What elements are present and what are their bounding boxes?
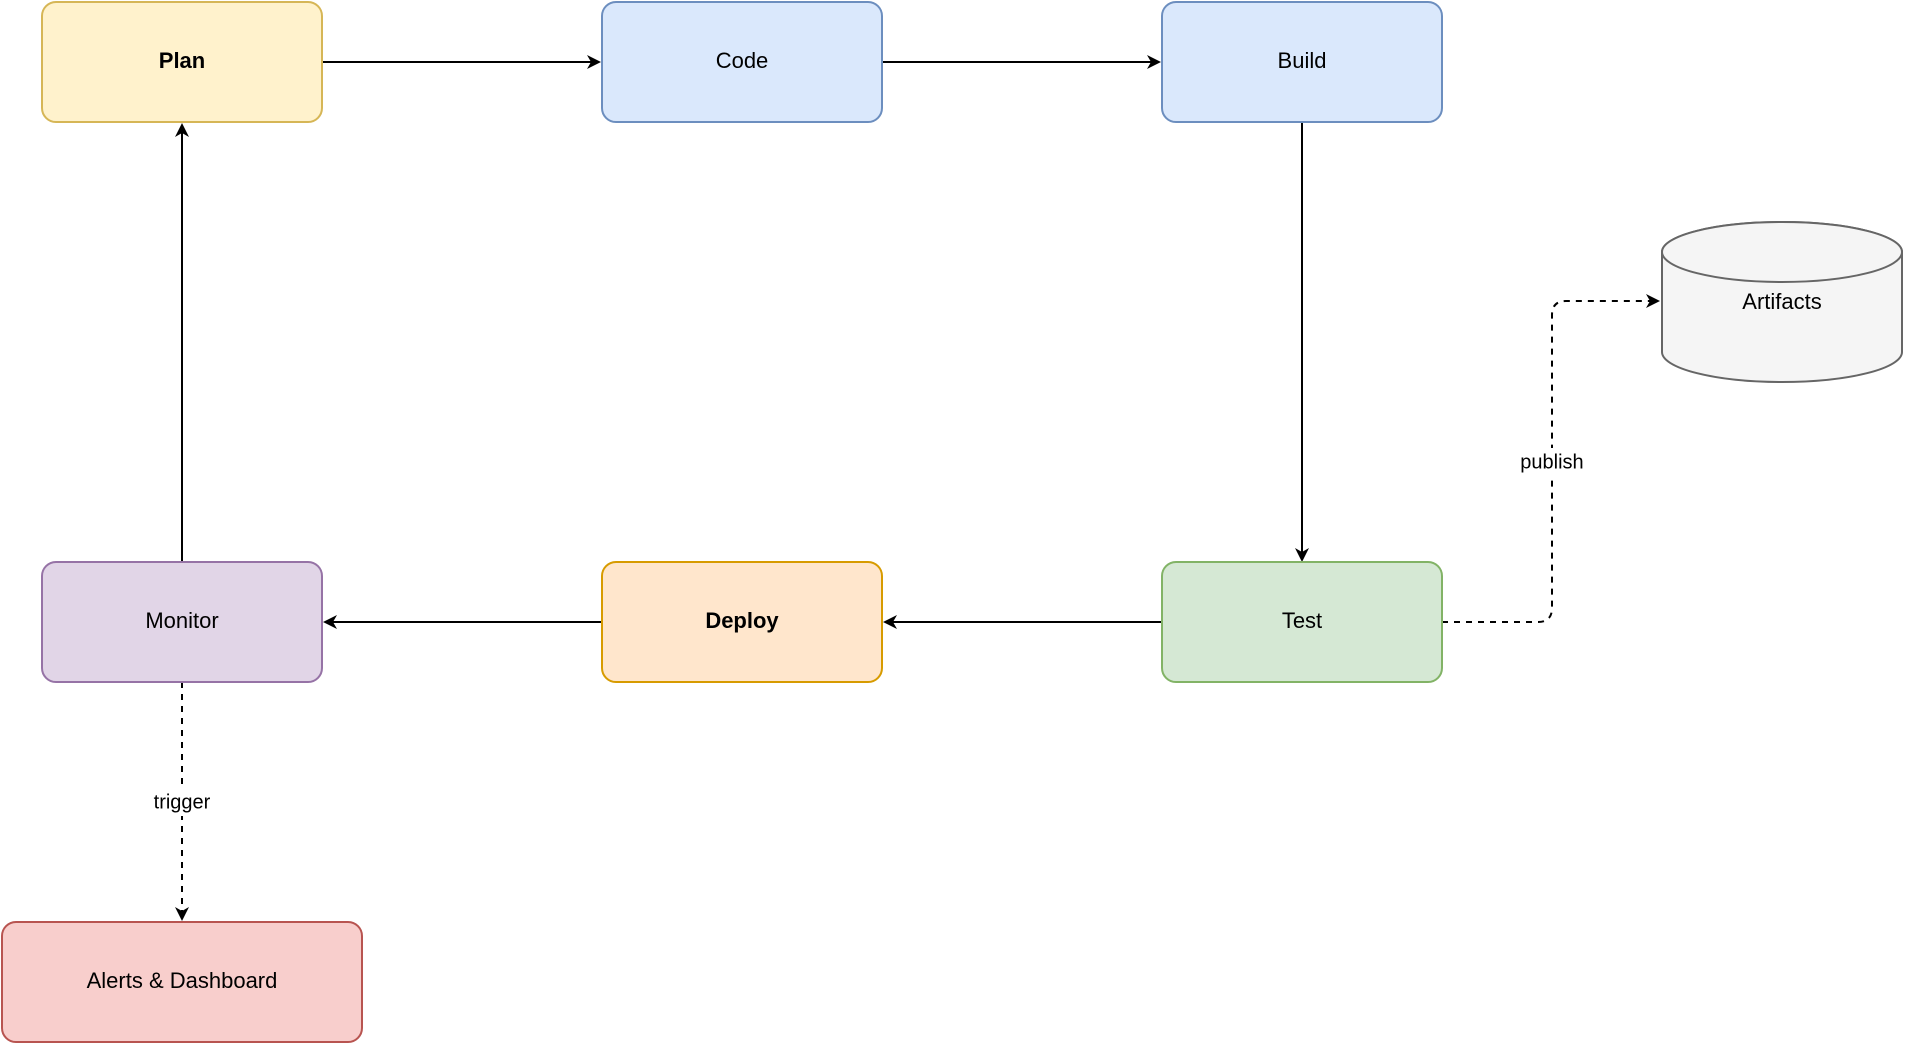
edge-labels: publish trigger [145, 448, 1596, 816]
node-alerts-dashboard[interactable]: Alerts & Dashboard [1, 921, 363, 1043]
node-label-code: Code [716, 48, 769, 73]
node-label-deploy: Deploy [705, 608, 779, 633]
node-build[interactable]: Build [1161, 1, 1443, 123]
node-deploy[interactable]: Deploy [601, 561, 883, 683]
edge-label-publish: publish [1520, 451, 1583, 473]
node-label-alerts-dashboard: Alerts & Dashboard [87, 968, 278, 993]
node-plan[interactable]: Plan [41, 1, 323, 123]
node-code[interactable]: Code [601, 1, 883, 123]
node-label-monitor: Monitor [145, 608, 218, 633]
node-label-plan: Plan [159, 48, 205, 73]
node-label-build: Build [1278, 48, 1327, 73]
edges [175, 55, 1660, 921]
node-monitor[interactable]: Monitor [41, 561, 323, 683]
edge-label-trigger: trigger [154, 791, 211, 813]
node-artifacts-database[interactable]: Artifacts [1661, 221, 1903, 383]
node-test[interactable]: Test [1161, 561, 1443, 683]
node-label-artifacts: Artifacts [1742, 289, 1821, 314]
node-label-test: Test [1282, 608, 1322, 633]
database-cylinder-top [1661, 221, 1903, 283]
